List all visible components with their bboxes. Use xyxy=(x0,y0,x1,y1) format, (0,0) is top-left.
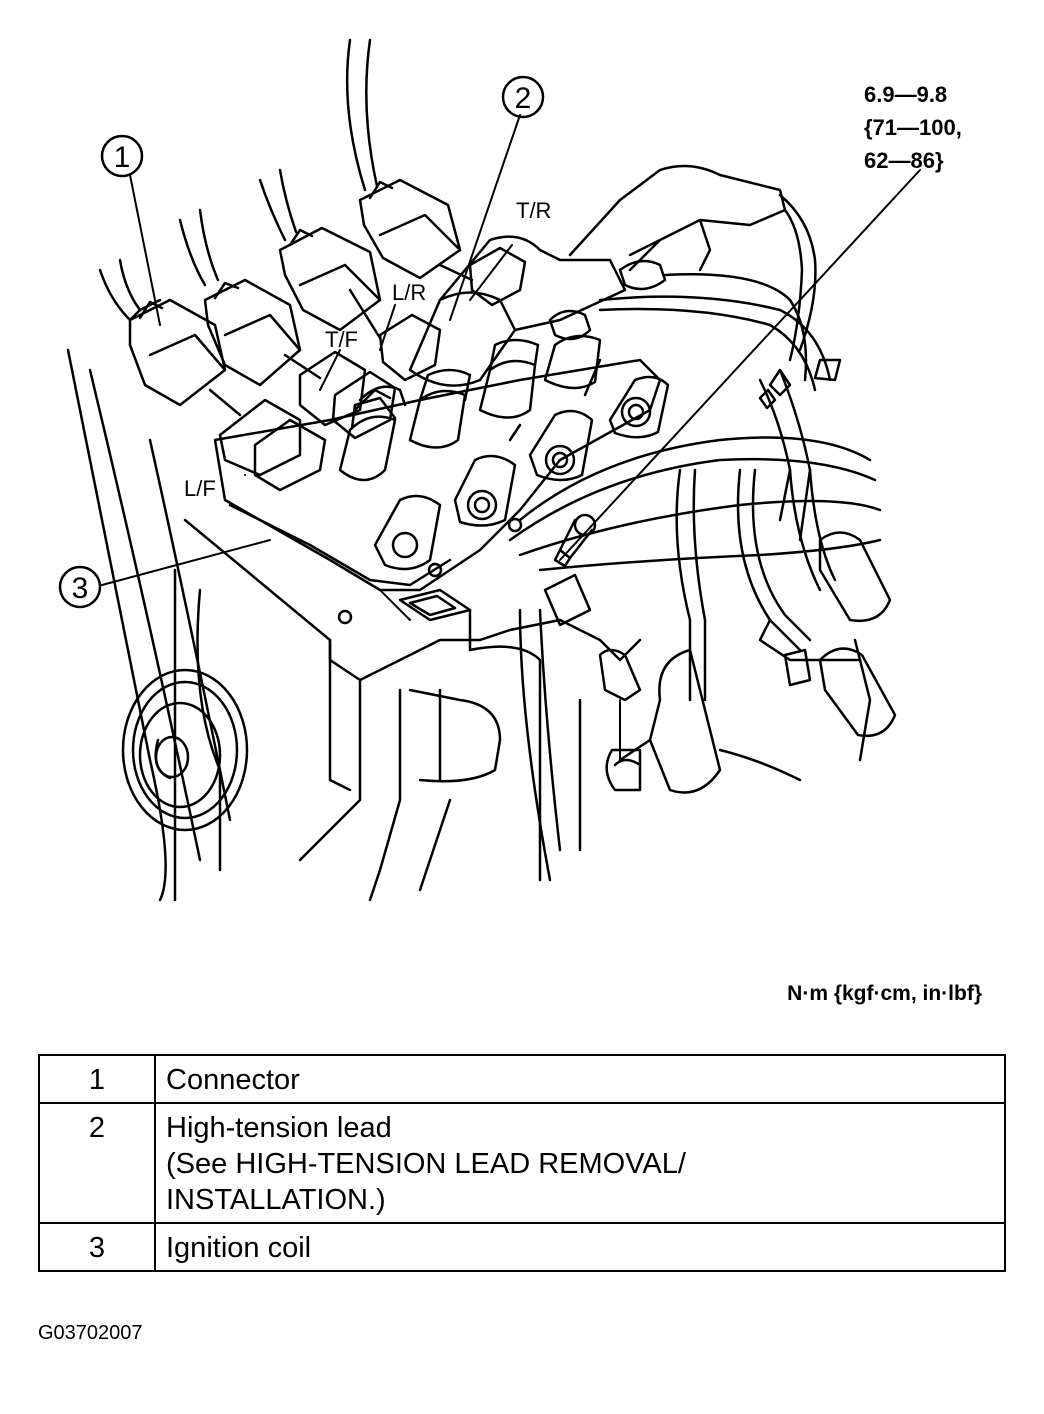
table-row: 1 Connector xyxy=(38,1054,1006,1104)
wire-label-tf: T/F xyxy=(325,327,358,352)
callout-2-circle xyxy=(501,75,545,119)
table-row: 3 Ignition coil xyxy=(38,1222,1006,1272)
legend-description-line: INSTALLATION.) xyxy=(166,1184,386,1216)
wire-label-lr: L/R xyxy=(392,280,426,305)
legend-description: Connector xyxy=(154,1054,1006,1104)
legend-description-line: (See HIGH-TENSION LEAD REMOVAL/ xyxy=(166,1148,686,1180)
legend-description-line: Ignition coil xyxy=(166,1232,312,1264)
coil-connectors xyxy=(98,38,527,492)
torque-spec: 6.9—9.8 {71—100, 62—86} xyxy=(864,78,1034,177)
wire-label-lf: L/F xyxy=(184,476,216,501)
leader-lines xyxy=(101,114,921,761)
crankshaft-pulley xyxy=(121,668,249,832)
legend-description: Ignition coil xyxy=(154,1222,1006,1272)
legend-description-line: High-tension lead xyxy=(166,1112,392,1144)
legend-number: 1 xyxy=(38,1054,156,1104)
ignition-coil-diagram: 1 2 3 T/R L/R T/F L/F xyxy=(58,38,921,902)
torque-spec-nm: 6.9—9.8 xyxy=(864,82,948,107)
high-tension-leads xyxy=(338,164,897,882)
wire-label-tr: T/R xyxy=(516,198,551,223)
callout-2-number: 2 xyxy=(515,82,532,115)
torque-spec-kgfcm: {71—100, xyxy=(864,115,962,140)
callout-3-circle xyxy=(58,565,102,609)
engine-block xyxy=(66,348,872,902)
units-note: N·m {kgf·cm, in·lbf} xyxy=(787,982,982,1005)
legend-description: High-tension lead (See HIGH-TENSION LEAD… xyxy=(154,1102,1006,1224)
torque-spec-inlbf: 62—86} xyxy=(864,148,944,173)
legend-table: 1 Connector 2 High-tension lead (See HIG… xyxy=(38,1054,1006,1272)
legend-number: 3 xyxy=(38,1222,156,1272)
legend-number: 2 xyxy=(38,1102,156,1224)
legend-description-line: Connector xyxy=(166,1064,300,1096)
callout-3-number: 3 xyxy=(72,572,89,605)
callout-1-circle xyxy=(100,134,144,178)
figure-code: G03702007 xyxy=(38,1322,143,1344)
table-row: 2 High-tension lead (See HIGH-TENSION LE… xyxy=(38,1102,1006,1224)
callout-1-number: 1 xyxy=(114,141,131,174)
